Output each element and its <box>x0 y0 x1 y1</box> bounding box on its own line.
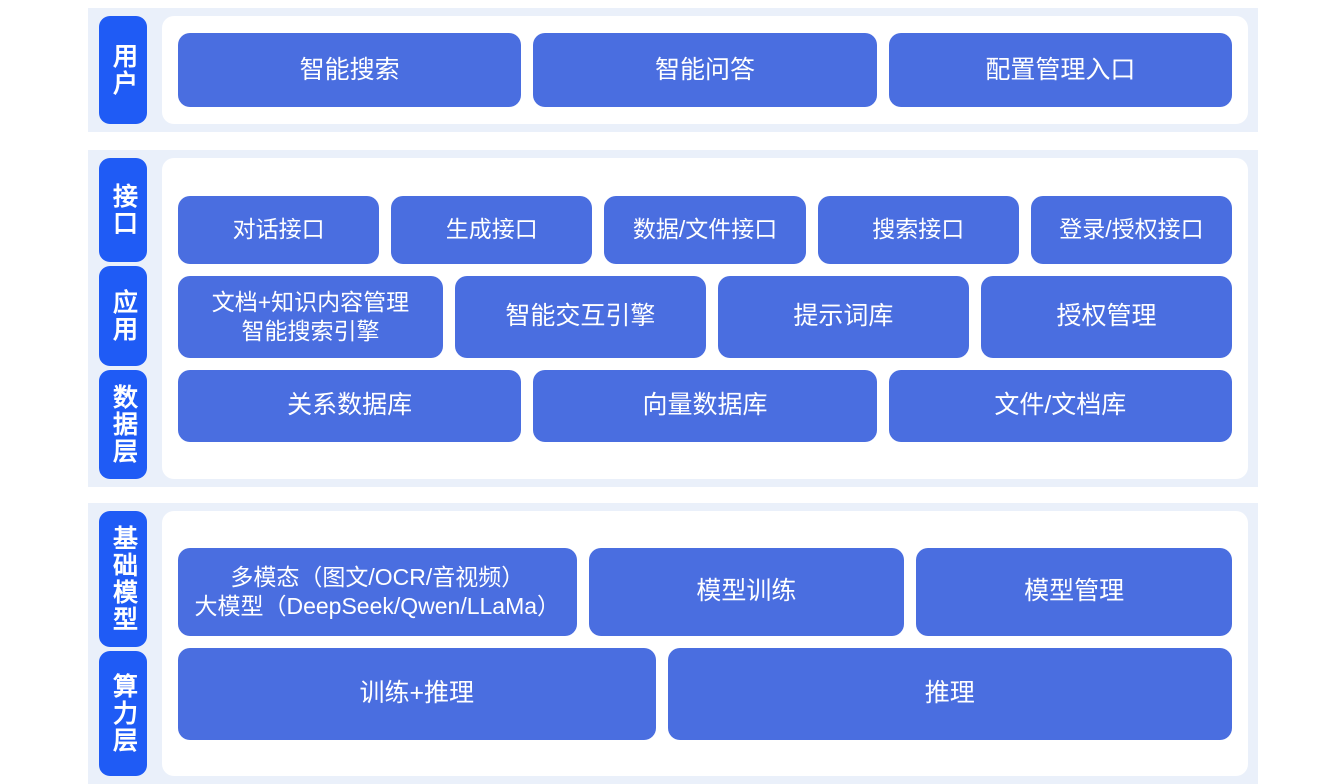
rail-tab-data-layer-label: 数据层 <box>109 384 138 465</box>
card-model-training[interactable]: 模型训练 <box>588 547 905 636</box>
row-user-entries: 智能搜索 智能问答 配置管理入口 <box>178 33 1232 107</box>
card-smart-qa[interactable]: 智能问答 <box>533 33 877 107</box>
rail-user: 用户 <box>88 8 156 132</box>
card-model-management[interactable]: 模型管理 <box>916 547 1232 636</box>
card-generation-api[interactable]: 生成接口 <box>391 195 593 264</box>
card-data-file-api[interactable]: 数据/文件接口 <box>604 195 806 264</box>
card-smart-search[interactable]: 智能搜索 <box>178 33 522 107</box>
rail-tab-compute-layer[interactable]: 算力层 <box>99 651 147 776</box>
rail-tab-interface-label: 接口 <box>109 183 138 237</box>
rail-infrastructure: 基础模型 算力层 <box>88 503 156 784</box>
row-application-modules: 文档+知识内容管理 智能搜索引擎 智能交互引擎 提示词库 授权管理 <box>178 275 1232 358</box>
rail-tab-application-label: 应用 <box>109 289 138 343</box>
rail-tab-foundation-model[interactable]: 基础模型 <box>99 511 147 647</box>
card-config-management-entry[interactable]: 配置管理入口 <box>888 33 1232 107</box>
card-authorization-management[interactable]: 授权管理 <box>980 275 1232 358</box>
rail-tab-user-label: 用户 <box>109 43 138 97</box>
card-document-knowledge-management[interactable]: 文档+知识内容管理 智能搜索引擎 <box>178 275 443 358</box>
section-infrastructure: 基础模型 算力层 多模态（图文/OCR/音视频） 大模型（DeepSeek/Qw… <box>88 503 1258 784</box>
panel-platform: 对话接口 生成接口 数据/文件接口 搜索接口 登录/授权接口 文档+知识内容管理… <box>162 158 1248 479</box>
panel-user: 智能搜索 智能问答 配置管理入口 <box>162 16 1248 124</box>
rail-tab-foundation-model-label: 基础模型 <box>109 525 138 633</box>
panel-infrastructure: 多模态（图文/OCR/音视频） 大模型（DeepSeek/Qwen/LLaMa）… <box>162 511 1248 776</box>
rail-tab-user[interactable]: 用户 <box>99 16 147 124</box>
rail-platform: 接口 应用 数据层 <box>88 150 156 487</box>
card-smart-interaction-engine[interactable]: 智能交互引擎 <box>454 275 706 358</box>
rail-tab-compute-layer-label: 算力层 <box>109 673 138 754</box>
row-interface-apis: 对话接口 生成接口 数据/文件接口 搜索接口 登录/授权接口 <box>178 195 1233 264</box>
section-platform: 接口 应用 数据层 对话接口 生成接口 数据/文件接口 搜索接口 登录/授权接口… <box>88 150 1258 487</box>
card-login-auth-api[interactable]: 登录/授权接口 <box>1030 195 1233 264</box>
card-dialog-api[interactable]: 对话接口 <box>178 195 380 264</box>
row-foundation-models: 多模态（图文/OCR/音视频） 大模型（DeepSeek/Qwen/LLaMa）… <box>178 547 1232 636</box>
card-multimodal-large-model[interactable]: 多模态（图文/OCR/音视频） 大模型（DeepSeek/Qwen/LLaMa） <box>178 547 577 636</box>
card-prompt-library[interactable]: 提示词库 <box>717 275 969 358</box>
row-compute-resources: 训练+推理 推理 <box>178 647 1232 740</box>
section-user: 用户 智能搜索 智能问答 配置管理入口 <box>88 8 1258 132</box>
card-vector-database[interactable]: 向量数据库 <box>533 369 877 442</box>
card-relational-database[interactable]: 关系数据库 <box>178 369 522 442</box>
rail-tab-data-layer[interactable]: 数据层 <box>99 370 147 479</box>
card-training-and-inference[interactable]: 训练+推理 <box>178 647 656 740</box>
card-file-document-store[interactable]: 文件/文档库 <box>888 369 1232 442</box>
card-inference[interactable]: 推理 <box>667 647 1232 740</box>
rail-tab-interface[interactable]: 接口 <box>99 158 147 262</box>
row-data-stores: 关系数据库 向量数据库 文件/文档库 <box>178 369 1232 442</box>
rail-tab-application[interactable]: 应用 <box>99 266 147 366</box>
card-search-api[interactable]: 搜索接口 <box>817 195 1019 264</box>
